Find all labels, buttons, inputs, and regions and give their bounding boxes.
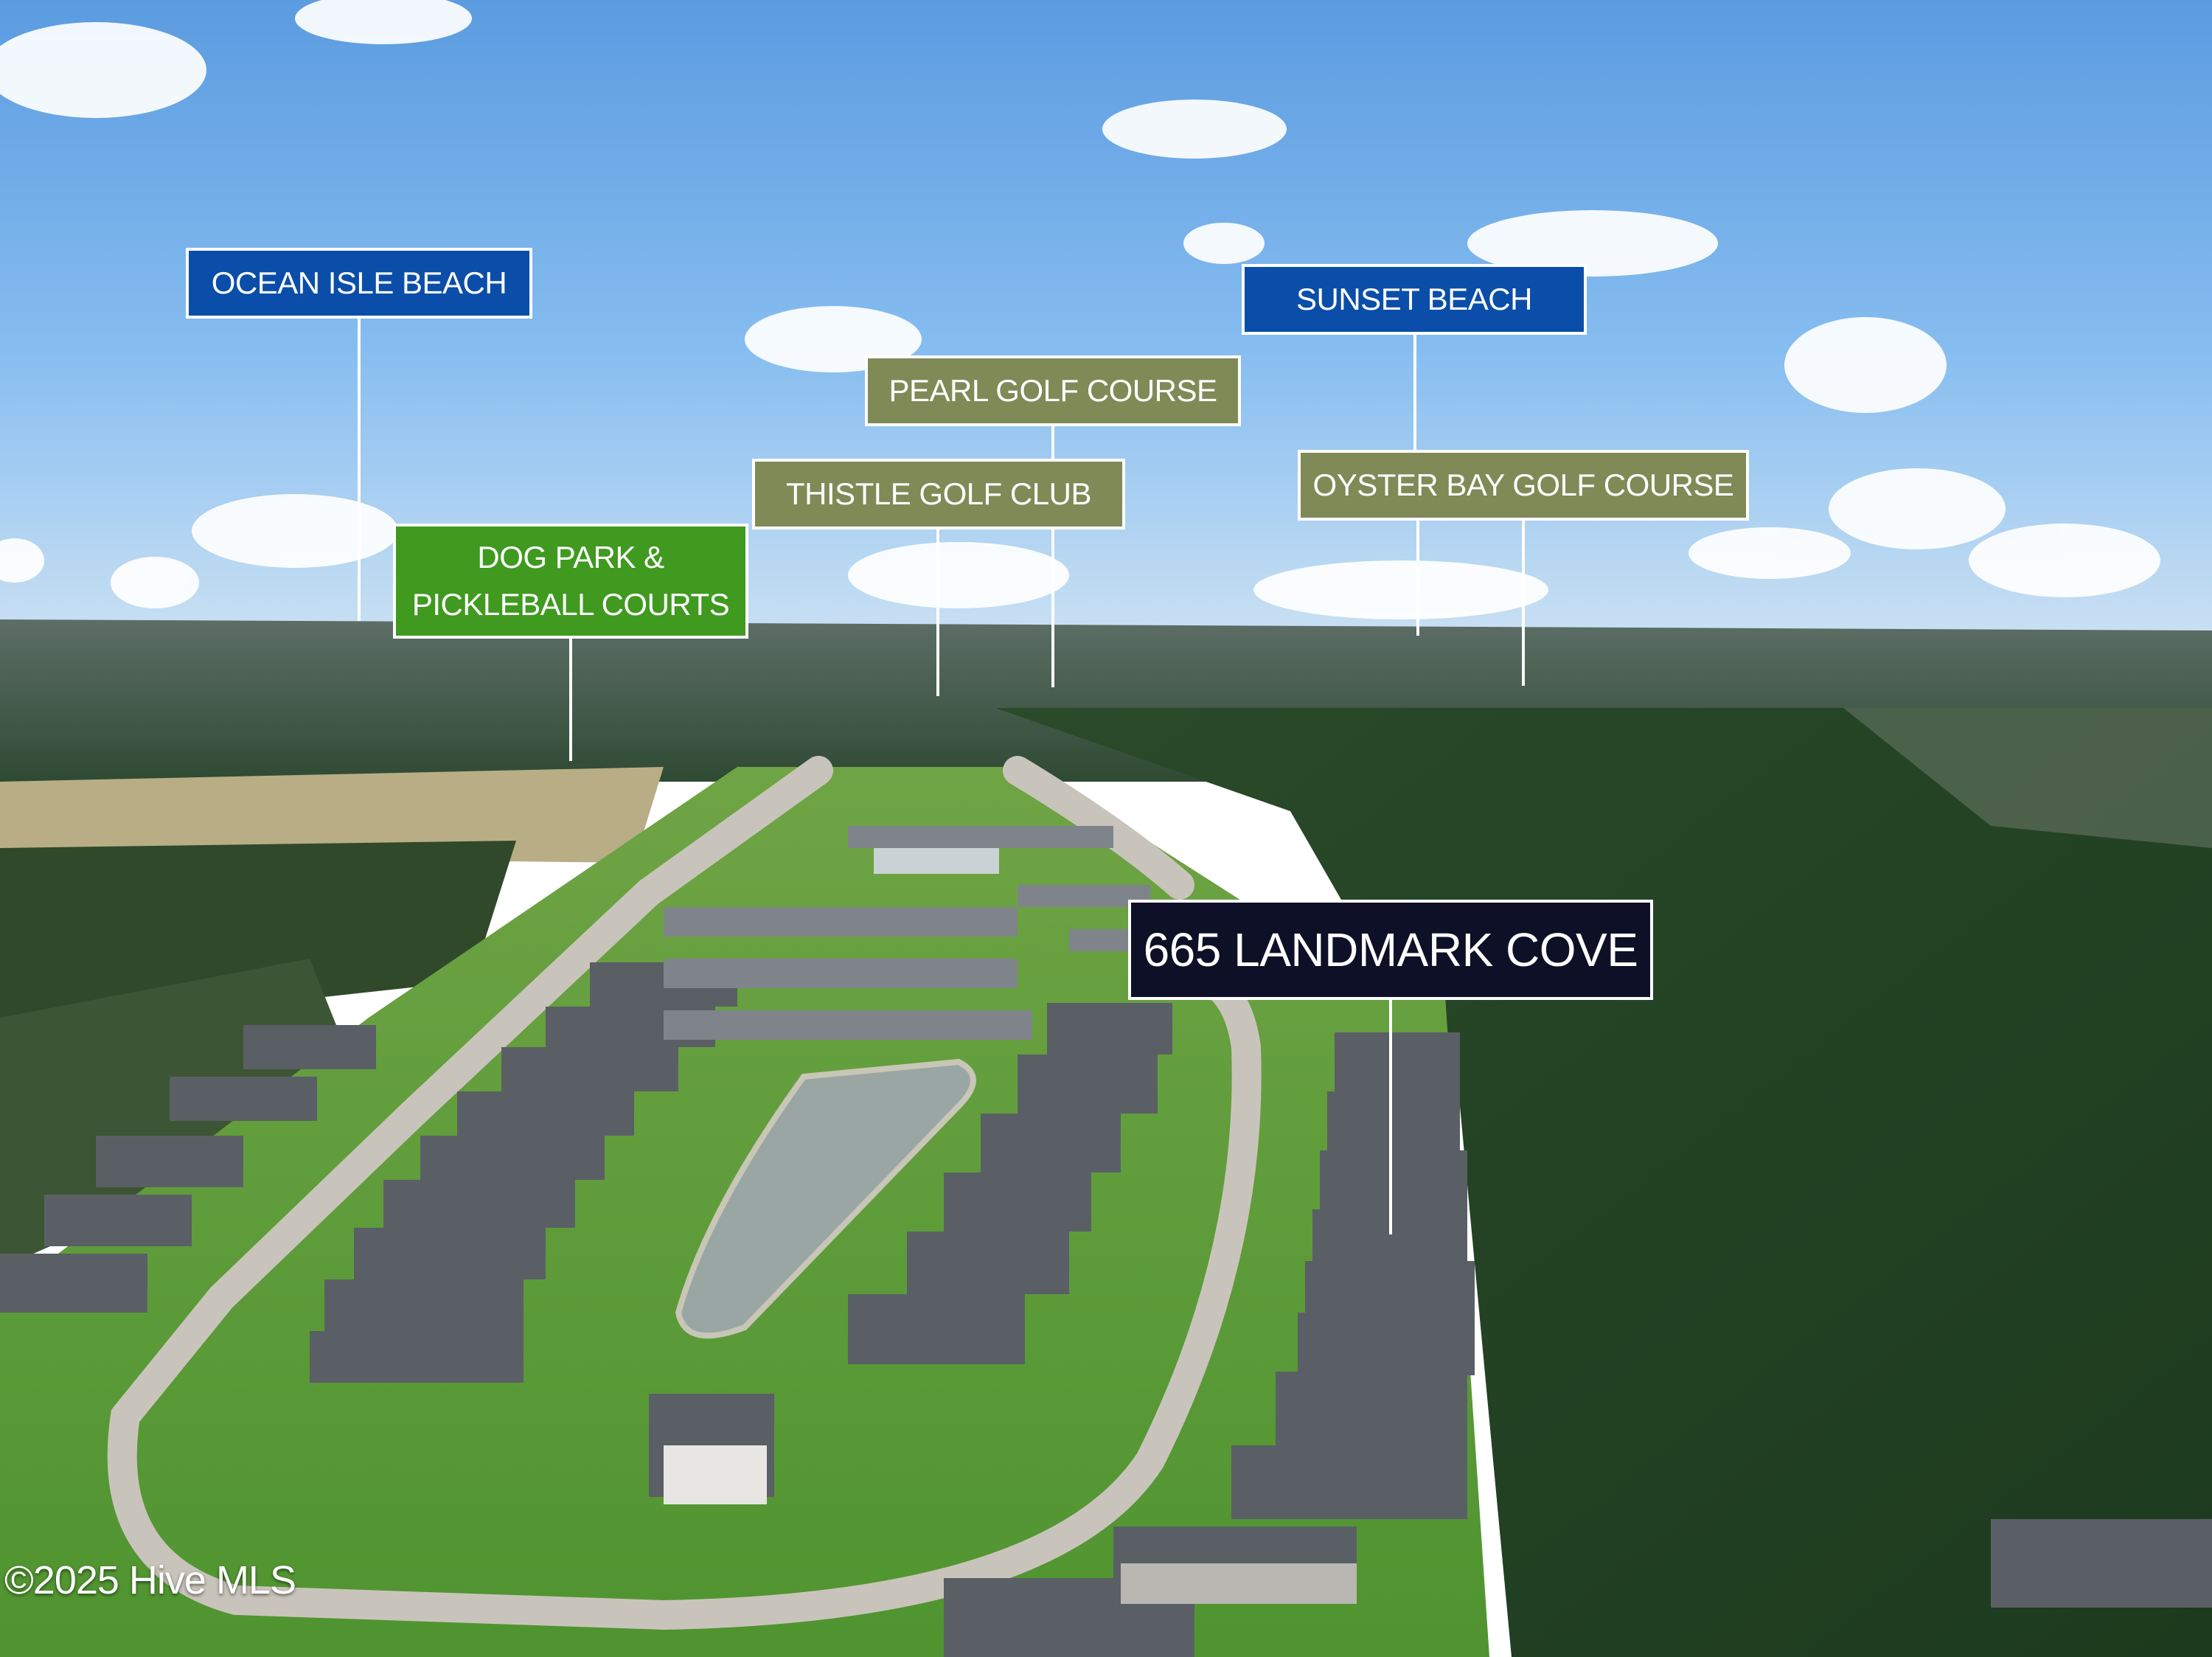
- right-forest: [995, 708, 2212, 1657]
- pearl-golf-course-text: PEARL GOLF COURSE: [888, 373, 1217, 408]
- ocean-isle-beach-text: OCEAN ISLE BEACH: [211, 265, 507, 300]
- leader-line-ocean-isle-beach: [358, 319, 361, 621]
- leader-line-dog-park: [569, 639, 572, 761]
- leader-line-sunset-beach-lower: [1416, 521, 1419, 636]
- oyster-bay-golf-course-text: OYSTER BAY GOLF COURSE: [1312, 468, 1734, 502]
- sunset-beach-text: SUNSET BEACH: [1296, 282, 1532, 316]
- leader-line-oyster-bay-golf-course: [1522, 521, 1525, 686]
- farmland: [0, 767, 664, 863]
- property-address-text: 665 LANDMARK COVE: [1143, 923, 1638, 976]
- copyright-watermark: ©2025 Hive MLS: [4, 1558, 296, 1602]
- thistle-golf-club-label: THISTLE GOLF CLUB: [752, 459, 1125, 529]
- houses: [0, 826, 2212, 1657]
- thistle-golf-club-text: THISTLE GOLF CLUB: [786, 476, 1091, 511]
- leader-line-sunset-beach: [1413, 332, 1416, 451]
- property-address-label: 665 LANDMARK COVE: [1128, 900, 1653, 1000]
- sunset-beach-label: SUNSET BEACH: [1242, 264, 1587, 335]
- ocean-isle-beach-label: OCEAN ISLE BEACH: [186, 248, 532, 319]
- pearl-golf-course-label: PEARL GOLF COURSE: [865, 355, 1241, 426]
- leader-line-thistle-golf-club: [936, 529, 939, 696]
- leader-line-property: [1389, 1000, 1392, 1234]
- dog-park-text-line2: PICKLEBALL COURTS: [411, 587, 730, 622]
- dog-park-text-line1: DOG PARK &: [477, 540, 664, 574]
- pond: [675, 1058, 976, 1339]
- leader-line-pearl-golf-course: [1051, 426, 1054, 687]
- oyster-bay-golf-course-label: OYSTER BAY GOLF COURSE: [1298, 450, 1749, 521]
- dog-park-pickleball-label: DOG PARK & PICKLEBALL COURTS: [393, 524, 748, 639]
